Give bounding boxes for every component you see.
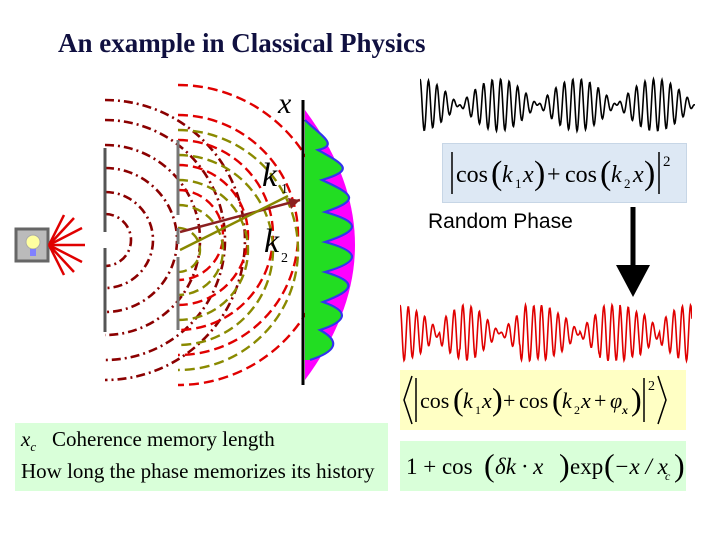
- eq2-power: 2: [648, 379, 655, 394]
- eq2-cos2: cos: [519, 388, 548, 413]
- caption-symbol-x: x: [21, 427, 31, 451]
- k1-subscript: 1: [281, 182, 288, 197]
- coherence-caption: xc Coherence memory length How long the …: [15, 423, 388, 491]
- eq1-k1-sub: 1: [515, 176, 522, 191]
- coherent-wave-line: [420, 76, 695, 134]
- eq1-power: 2: [663, 154, 671, 170]
- svg-text:): ): [559, 447, 570, 483]
- source-wavefronts: [104, 98, 247, 382]
- eq2-plus2: +: [594, 388, 606, 413]
- eq1-k2-sub: 2: [624, 176, 631, 191]
- k2-label: k: [264, 223, 280, 260]
- k1-arrow: [179, 198, 301, 234]
- interference-line: [304, 119, 354, 362]
- averaged-intensity-equation: cos ( k 1 x ) + cos ( k 2 x + φ x ) 2: [400, 370, 686, 430]
- down-arrow-icon: [616, 207, 650, 297]
- svg-text:(: (: [552, 381, 563, 417]
- eq2-cos1: cos: [420, 388, 449, 413]
- eq3-exp: exp: [570, 454, 603, 479]
- svg-text:(: (: [600, 155, 611, 192]
- svg-text:(: (: [453, 381, 464, 417]
- caption-explanation: How long the phase memorizes its history: [21, 459, 375, 483]
- eq1-cos1: cos: [456, 162, 488, 188]
- k1-label: k: [262, 157, 278, 194]
- svg-text:): ): [492, 381, 503, 417]
- coherent-intensity-equation: cos ( k 1 x ) + cos ( k 2 x ) 2: [442, 143, 687, 203]
- svg-text:): ): [644, 155, 655, 192]
- eq1-x1: x: [522, 162, 534, 188]
- eq2-k2: k: [562, 388, 573, 413]
- eq2-phi-sub: x: [621, 403, 628, 417]
- coherent-wave-plot: [420, 76, 695, 134]
- eq3-delta-k: δk · x: [495, 454, 544, 479]
- eq3-xc-sub: c: [665, 469, 671, 483]
- svg-text:): ): [631, 381, 642, 417]
- eq1-k1: k: [502, 162, 513, 188]
- double-slit-diagram: x k 1 k 2: [14, 83, 355, 387]
- svg-text:(: (: [491, 155, 502, 192]
- caption-symbol: xc: [21, 427, 36, 455]
- eq1-plus: +: [547, 162, 561, 188]
- eq2-x2: x: [580, 388, 591, 413]
- eq2-plus: +: [503, 388, 515, 413]
- random-phase-wave-plot: [400, 301, 692, 364]
- eq2-k1: k: [463, 388, 474, 413]
- caption-definition: Coherence memory length: [52, 427, 275, 451]
- eq1-x2: x: [632, 162, 644, 188]
- k2-subscript: 2: [281, 251, 288, 266]
- slit2-wavefronts: [177, 128, 300, 372]
- random-phase-label: Random Phase: [428, 210, 573, 233]
- caption-symbol-sub: c: [30, 439, 37, 455]
- eq2-phi: φ: [610, 388, 622, 413]
- k2-arrow: [179, 194, 289, 252]
- svg-text:): ): [674, 447, 685, 483]
- eq3-one-plus-cos: 1 + cos: [406, 454, 473, 479]
- eq1-cos2: cos: [565, 162, 597, 188]
- eq2-k2-sub: 2: [574, 403, 580, 417]
- svg-text:): ): [534, 155, 545, 192]
- eq2-x1: x: [481, 388, 492, 413]
- x-axis-label: x: [277, 87, 292, 120]
- svg-text:(: (: [604, 447, 615, 483]
- eq1-k2: k: [611, 162, 622, 188]
- random-phase-wave-line: [400, 301, 692, 364]
- k1-arrowhead: [288, 198, 300, 209]
- eq2-k1-sub: 1: [475, 403, 481, 417]
- svg-text:(: (: [484, 447, 495, 483]
- eq3-minus-x: −x / x: [614, 454, 669, 479]
- source-rays: [47, 214, 85, 276]
- light-bulb-icon: [14, 227, 50, 263]
- slide-title: An example in Classical Physics: [58, 28, 426, 58]
- decay-equation: 1 + cos ( δk · x ) exp ( −x / x c ): [400, 441, 686, 491]
